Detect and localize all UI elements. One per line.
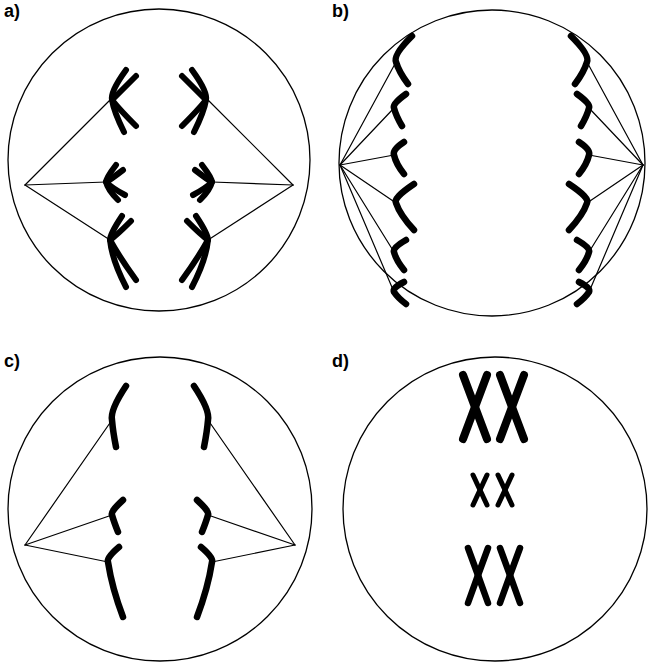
- panel-label: d): [332, 352, 349, 372]
- panel-label: c): [4, 352, 20, 372]
- panel-label: b): [332, 2, 349, 22]
- panel-label: a): [4, 2, 20, 22]
